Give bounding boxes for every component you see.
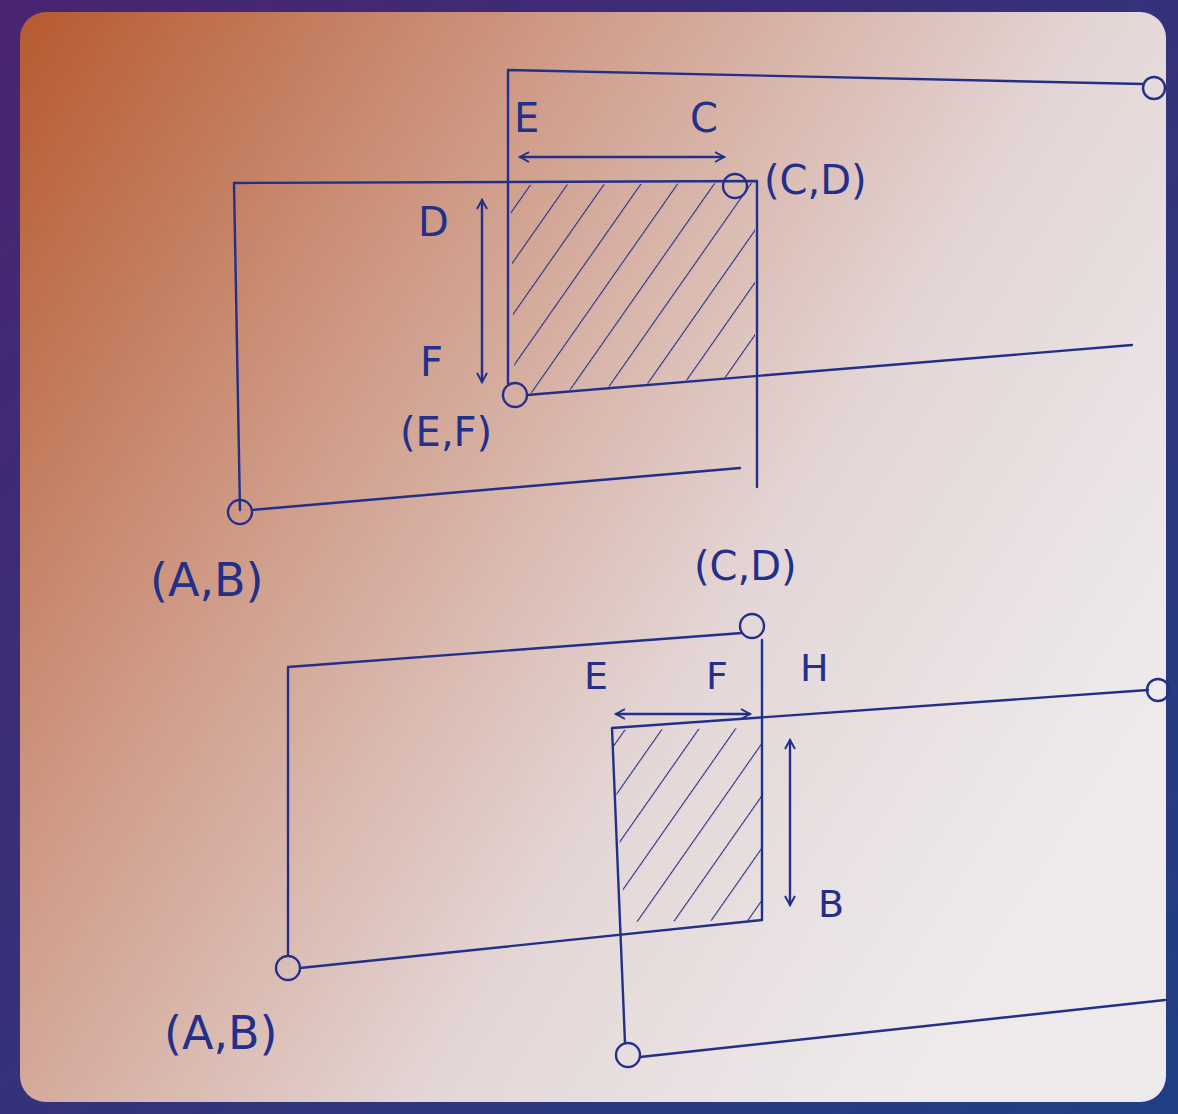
rectangle-outline [612,690,1148,1043]
point-label: C [690,96,718,140]
overlap-hatch [612,728,762,922]
point-label: E [514,96,539,140]
rectangle-outline [300,920,762,968]
point-label: F [706,656,728,698]
rectangle-outline [527,345,1132,395]
corner-point [276,956,300,980]
point-label: (A,B) [150,555,264,606]
point-label: (E,F) [400,410,492,454]
corner-point [1147,679,1169,701]
rectangle-outline [761,640,763,920]
point-label: B [818,884,844,926]
corner-point [228,500,252,524]
rectangle-outline [288,633,742,955]
height-arrow [481,200,483,382]
width-arrow [616,713,750,715]
corner-point [503,383,527,407]
top-sketch [228,70,1165,524]
height-arrow [789,740,791,905]
rectangle-outline [508,70,1143,383]
point-label: H [800,648,829,690]
point-label: (C,D) [764,158,867,202]
overlap-hatch [510,183,755,394]
corner-point [616,1043,640,1067]
rectangle-outline [640,1000,1165,1057]
corner-point [740,614,764,638]
point-label: (C,D) [694,544,797,588]
width-arrow [520,156,724,158]
point-label: F [420,340,443,384]
point-label: D [418,200,449,244]
whiteboard [20,12,1166,1102]
point-label: (A,B) [164,1008,278,1059]
rectangle-outline [234,181,757,510]
corner-point [723,174,747,198]
point-label: E [584,656,608,698]
corner-point [1143,77,1165,99]
rectangle-outline [252,468,740,510]
bottom-sketch [276,614,1169,1067]
